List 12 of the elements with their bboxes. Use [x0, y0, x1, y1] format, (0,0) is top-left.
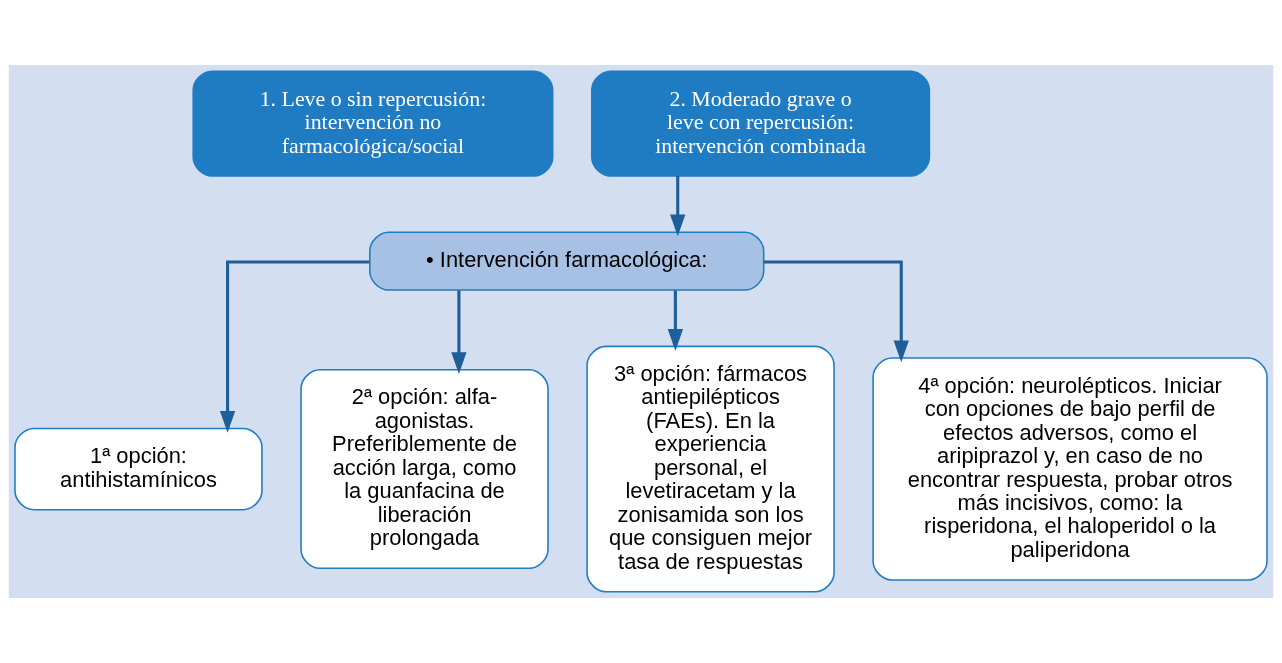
node-box: 4ª opción: neurolépticos. Iniciar con opciones de bajo perfil de efectos adversos, como el aripiprazol y, en caso de no encontrar respuesta, probar otros más incisivos, como: la risperidona, el haloperidol o la paliperidona: [872, 357, 1268, 581]
node-box: 1ª opción: antihistamínicos: [14, 427, 263, 511]
node-box: 2ª opción: alfa-agonistas. Preferiblemente de acción larga, como la guanfacina de liberación prolongada: [300, 369, 549, 570]
arrow: [763, 260, 909, 363]
node-box: 3ª opción: fármacos antiepilépticos (FAEs). En la experiencia personal, el levetiracetam y la zonisamida son los que consiguen mejor tasa de respuestas: [586, 345, 835, 593]
arrow: [670, 176, 686, 237]
arrow: [451, 290, 467, 375]
node-box: 2. Moderado grave o leve con repercusión: intervención combinada: [591, 70, 931, 177]
node-box: • Intervención farmacológica:: [369, 231, 765, 291]
arrow: [667, 290, 684, 351]
arrow: [219, 260, 370, 433]
node-box: 1. Leve o sin repercusión: intervención no farmacológica/social: [192, 70, 554, 177]
